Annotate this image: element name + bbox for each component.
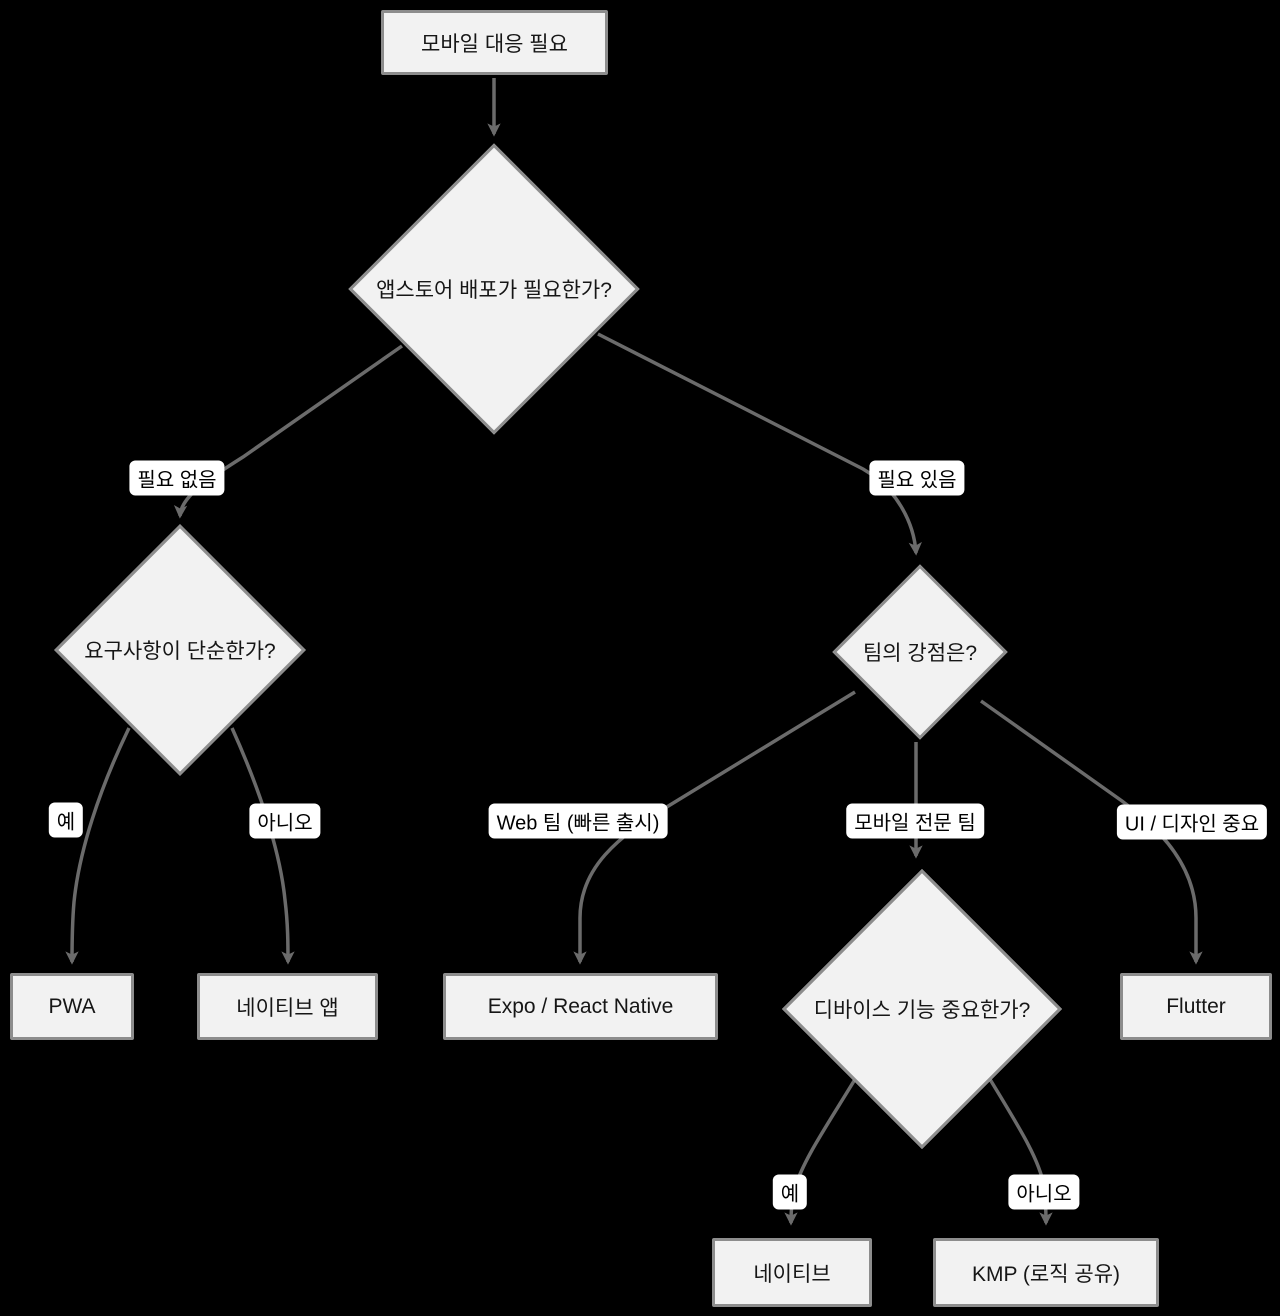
decision-appstore-label: 앱스토어 배포가 필요한가? <box>376 279 612 302</box>
node-native-app: 네이티브 앱 <box>197 973 378 1040</box>
node-pwa: PWA <box>10 973 134 1040</box>
decision-team-label: 팀의 강점은? <box>862 642 978 665</box>
edge-label-no-need: 필요 없음 <box>129 460 225 496</box>
node-native: 네이티브 <box>712 1238 872 1307</box>
edge-appstore-to-team <box>597 332 922 556</box>
edge-label-no-left: 아니오 <box>249 803 321 839</box>
decision-simple-label: 요구사항이 단순한가? <box>84 640 276 663</box>
node-start: 모바일 대응 필요 <box>381 10 608 75</box>
edge-label-need: 필요 있음 <box>869 460 965 496</box>
edge-simple-to-nativeapp <box>230 727 295 965</box>
edge-label-web-team: Web 팀 (빠른 출시) <box>488 803 668 839</box>
edge-simple-to-pwa <box>65 727 131 965</box>
edge-label-yes-left: 예 <box>48 802 84 838</box>
edge-label-yes-bottom: 예 <box>772 1174 808 1210</box>
decision-device-label: 디바이스 기능 중요한가? <box>813 999 1031 1022</box>
node-expo-react-native: Expo / React Native <box>443 973 718 1040</box>
edge-label-no-bottom: 아니오 <box>1008 1174 1080 1210</box>
edge-label-mobile-team: 모바일 전문 팀 <box>846 803 984 839</box>
node-flutter: Flutter <box>1120 973 1272 1040</box>
edge-label-ui-design: UI / 디자인 중요 <box>1116 804 1268 840</box>
node-kmp: KMP (로직 공유) <box>933 1238 1159 1307</box>
